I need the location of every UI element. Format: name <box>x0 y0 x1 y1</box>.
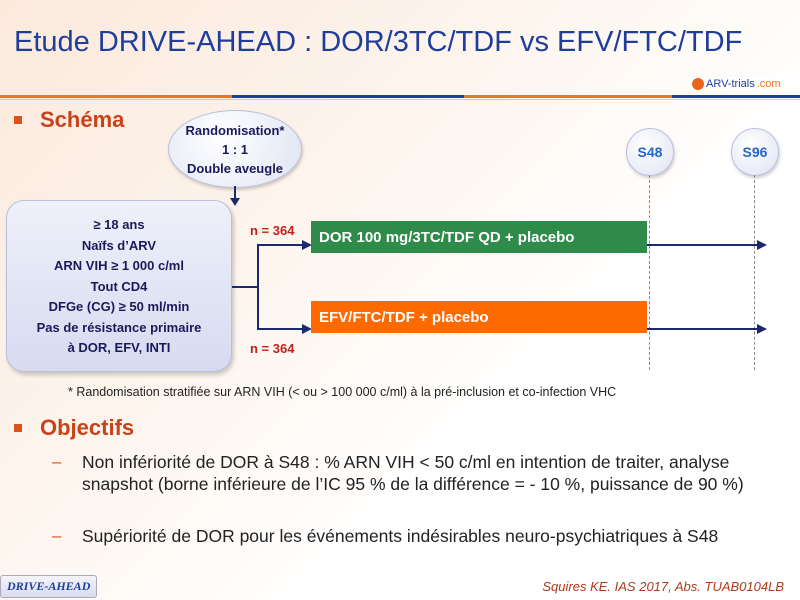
dash-bullet: – <box>52 526 62 545</box>
randomisation-bubble: Randomisation* 1 : 1 Double aveugle <box>168 110 302 188</box>
bullet-icon <box>14 424 22 432</box>
bullet-icon <box>14 116 22 124</box>
logo-text: ARV-trials <box>706 78 755 90</box>
branch-line <box>232 286 258 288</box>
arm1-n: n = 364 <box>250 223 295 238</box>
criterion: ARN VIH ≥ 1 000 c/ml <box>54 258 184 273</box>
arm-efv: EFV/FTC/TDF + placebo <box>311 301 647 333</box>
branch-top <box>257 244 303 246</box>
arv-trials-logo: ARV-trials.com <box>688 78 785 90</box>
criterion: à DOR, EFV, INTI <box>67 340 171 355</box>
criterion: Naïfs d’ARV <box>81 237 157 253</box>
objective-item: Supériorité de DOR pour les événements i… <box>82 526 719 546</box>
logo-icon <box>692 78 704 90</box>
randomisation-blinding: Double aveugle <box>186 160 284 176</box>
arm2-n: n = 364 <box>250 341 295 356</box>
schema-heading: Schéma <box>40 107 125 132</box>
arrow-right-icon <box>302 240 312 250</box>
randomisation-ratio: 1 : 1 <box>221 141 248 157</box>
criterion: DFGe (CG) ≥ 50 ml/min <box>48 299 190 314</box>
arrow-right-icon <box>302 324 312 334</box>
criterion: Pas de résistance primaire <box>36 319 202 335</box>
timepoint-s96: S96 <box>731 128 779 176</box>
arrow-down-icon <box>230 198 240 206</box>
arm2-timeline <box>647 328 757 330</box>
s96-dashed-line <box>754 175 755 370</box>
dash-bullet: – <box>52 452 62 471</box>
timepoint-s48: S48 <box>626 128 674 176</box>
logo-suffix: .com <box>756 78 781 90</box>
s48-dashed-line <box>649 175 650 370</box>
criterion: ≥ 18 ans <box>93 217 145 232</box>
arrow-right-icon <box>757 324 767 334</box>
title-divider <box>0 95 800 98</box>
slide-title: Etude DRIVE-AHEAD : DOR/3TC/TDF vs EFV/F… <box>14 26 743 58</box>
arm-dor: DOR 100 mg/3TC/TDF QD + placebo <box>311 221 647 253</box>
title-divider-thin <box>0 99 800 100</box>
citation: Squires KE. IAS 2017, Abs. TUAB0104LB <box>542 579 784 594</box>
study-tag: DRIVE-AHEAD <box>0 575 98 598</box>
inclusion-criteria-box: ≥ 18 ans Naïfs d’ARV ARN VIH ≥ 1 000 c/m… <box>6 200 232 372</box>
objectifs-heading: Objectifs <box>40 415 135 440</box>
randomisation-connector <box>234 186 236 200</box>
criterion: Tout CD4 <box>90 278 148 294</box>
branch-vertical <box>257 244 259 330</box>
randomisation-label: Randomisation* <box>185 122 285 138</box>
objective-item: Non infériorité de DOR à S48 : % ARN VIH… <box>82 452 744 494</box>
randomisation-footnote: * Randomisation stratifiée sur ARN VIH (… <box>68 385 617 399</box>
arm1-timeline <box>647 244 757 246</box>
arrow-right-icon <box>757 240 767 250</box>
branch-bottom <box>257 328 303 330</box>
